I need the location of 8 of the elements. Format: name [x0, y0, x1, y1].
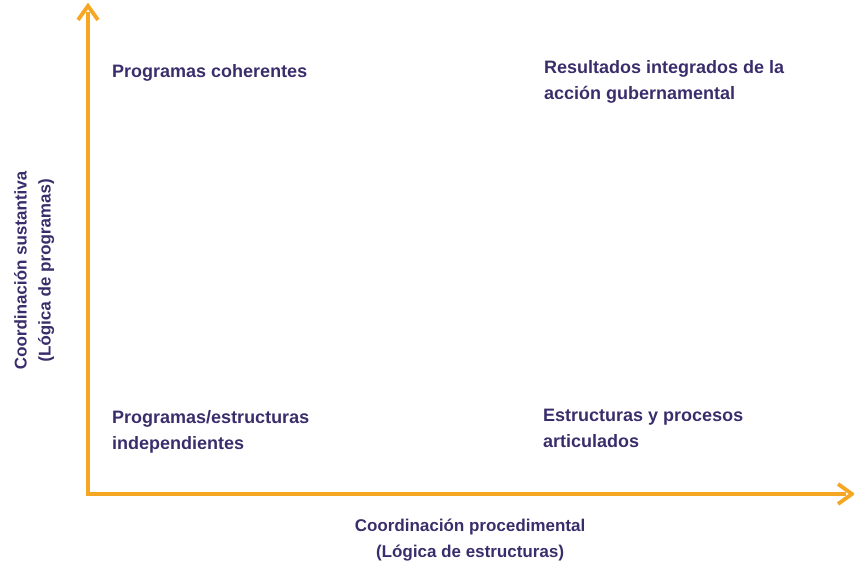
quadrant-label: Resultados integrados de la acción gubernamental — [544, 56, 786, 106]
quadrant-label: Estructuras y procesos articulados — [543, 404, 744, 454]
axis-title: Coordinación procedimental — [354, 515, 586, 537]
axis-title: Coordinación sustantiva — [10, 170, 32, 370]
quadrant-label: Programas coherentes — [112, 60, 308, 83]
axis-title: (Lógica de estructuras) — [376, 541, 564, 563]
quadrant-label: Programas/estructuras independientes — [112, 406, 310, 456]
axis-title: (Lógica de programas) — [34, 178, 56, 362]
